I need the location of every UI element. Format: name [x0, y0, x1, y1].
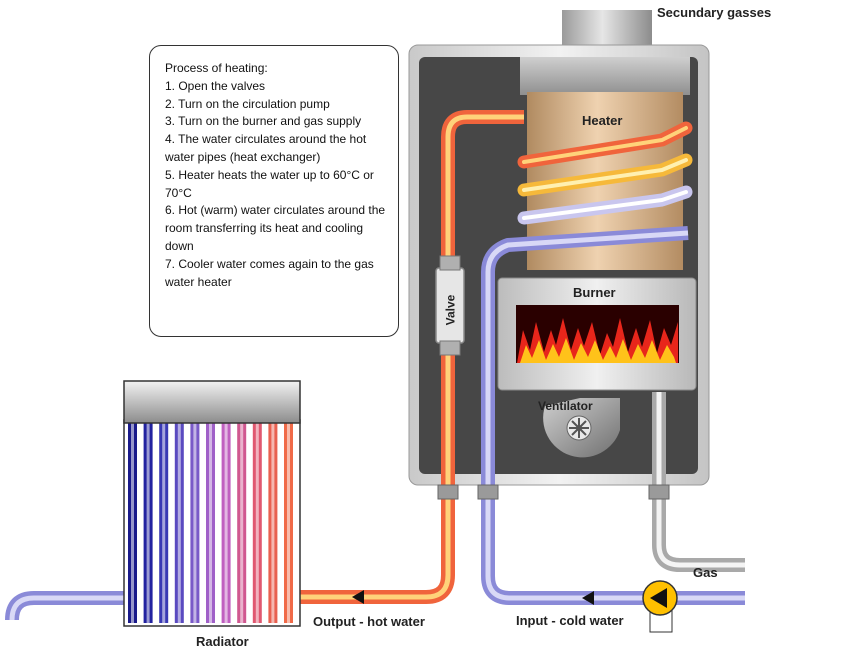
cold-water-pipe: [481, 226, 745, 605]
output-hot-water-label: Output - hot water: [313, 614, 425, 629]
input-cold-water-label: Input - cold water: [516, 613, 624, 628]
process-step: 1. Open the valves: [165, 78, 266, 93]
process-steps-list: 1. Open the valves 2. Turn on the circul…: [165, 78, 388, 292]
radiator-tube-highlight: [255, 423, 259, 623]
process-step: 3. Turn on the burner and gas supply: [165, 114, 362, 129]
radiator-tube-highlight: [193, 423, 197, 623]
flames: [517, 318, 678, 363]
ventilator-label: Ventilator: [538, 399, 593, 413]
valve-cap: [439, 255, 461, 271]
heater-hood: [520, 57, 690, 95]
circulation-pump: [642, 580, 678, 633]
radiator-header: [123, 380, 301, 424]
process-step: 2. Turn on the circulation pump: [165, 96, 330, 111]
radiator-tube-highlight: [177, 423, 181, 623]
process-step: 7. Cooler water comes again to the gas w…: [165, 256, 374, 289]
radiator-tubes: [128, 423, 293, 623]
gas-pipe: [652, 392, 745, 572]
radiator-tube-highlight: [240, 423, 244, 623]
process-step: 6. Hot (warm) water circulates around th…: [165, 203, 386, 253]
arrow-left-icon: [352, 590, 364, 604]
process-step: 4. The water circulates around the hot w…: [165, 132, 367, 164]
pipe-connectors: [437, 484, 670, 500]
heater-label: Heater: [582, 113, 623, 128]
hot-water-pipe: [300, 110, 524, 604]
radiator-label: Radiator: [196, 634, 249, 649]
flame: [520, 338, 676, 363]
chimney: [562, 10, 652, 50]
radiator-tube-highlight: [224, 423, 228, 623]
radiator-tube-highlight: [162, 423, 166, 623]
valve-label: Valve: [443, 294, 458, 326]
play-icon: [650, 588, 667, 608]
gas-label: Gas: [693, 565, 718, 580]
radiator-tube-highlight: [146, 423, 150, 623]
radiator-tube-highlight: [131, 423, 134, 623]
process-description-box: Process of heating: 1. Open the valves 2…: [149, 45, 399, 337]
ventilator: [543, 398, 620, 458]
heat-exchanger-coils: [517, 121, 693, 225]
return-pipe: [5, 591, 130, 621]
radiator: [123, 380, 301, 627]
arrow-left-icon: [582, 591, 594, 605]
burner-label: Burner: [573, 285, 616, 300]
secondary-gasses-label: Secundary gasses: [657, 5, 772, 20]
process-title: Process of heating:: [165, 61, 268, 75]
process-step: 5. Heater heats the water up to 60°C or …: [165, 167, 374, 200]
radiator-tube-highlight: [209, 423, 212, 623]
radiator-tube-highlight: [271, 423, 275, 623]
radiator-tube-highlight: [287, 423, 290, 623]
valve-cap: [439, 340, 461, 356]
